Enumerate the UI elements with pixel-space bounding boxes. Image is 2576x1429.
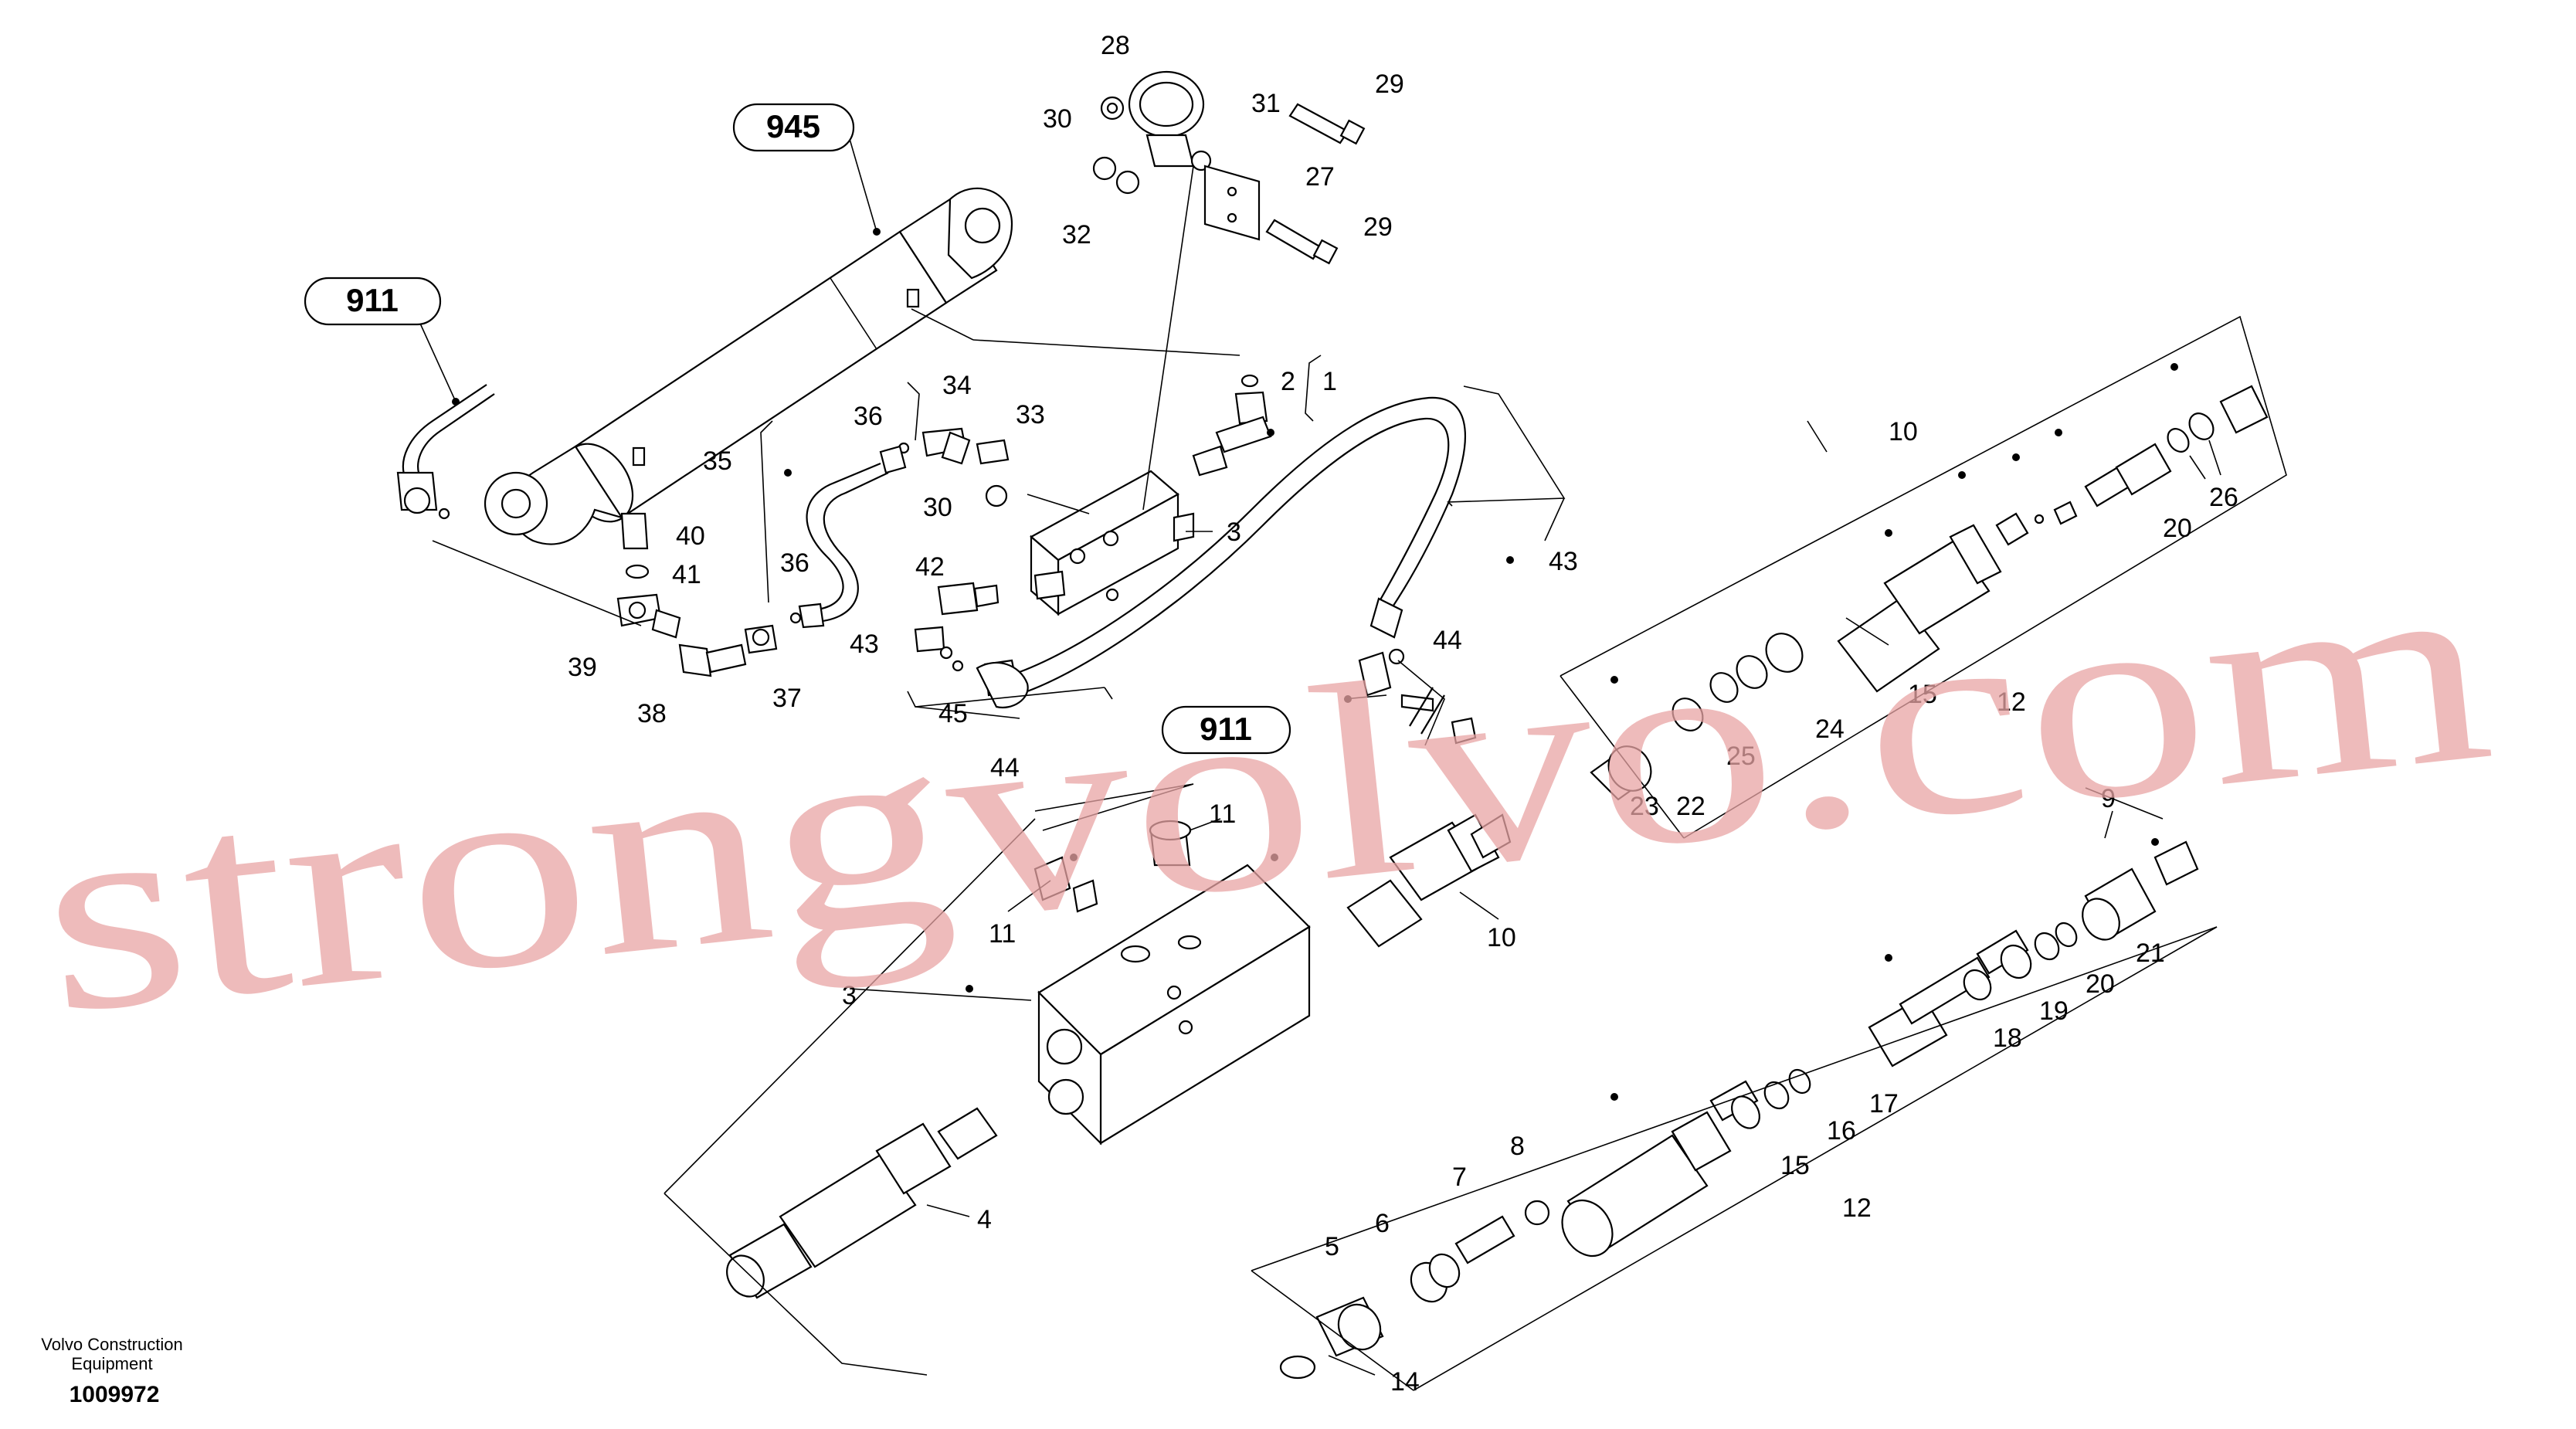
label-10-top: 10 bbox=[1889, 417, 1918, 446]
label-29-a: 29 bbox=[1375, 70, 1404, 99]
label-17: 17 bbox=[1869, 1089, 1899, 1118]
label-45: 45 bbox=[938, 699, 968, 728]
label-3-bottom: 3 bbox=[842, 981, 857, 1010]
label-22: 22 bbox=[1676, 792, 1705, 821]
label-20-top: 20 bbox=[2163, 514, 2192, 543]
label-7: 7 bbox=[1452, 1163, 1467, 1192]
label-41: 41 bbox=[672, 560, 701, 589]
bubble-911-top: 911 bbox=[304, 277, 442, 326]
label-43-a: 43 bbox=[1549, 547, 1578, 576]
label-12-bottom: 12 bbox=[1842, 1193, 1872, 1223]
label-16: 16 bbox=[1827, 1116, 1856, 1146]
label-8: 8 bbox=[1510, 1132, 1525, 1161]
label-44-b: 44 bbox=[990, 753, 1020, 782]
label-21: 21 bbox=[2136, 939, 2165, 968]
label-33: 33 bbox=[1016, 400, 1045, 429]
label-1: 1 bbox=[1322, 367, 1337, 396]
relief-cartridge-4 bbox=[726, 1107, 998, 1299]
footer-company-line1: Volvo Construction bbox=[41, 1335, 182, 1354]
label-27: 27 bbox=[1305, 162, 1335, 192]
label-15-top: 15 bbox=[1908, 680, 1937, 709]
bubble-945-label: 945 bbox=[766, 108, 820, 144]
label-32: 32 bbox=[1062, 220, 1091, 249]
label-25: 25 bbox=[1726, 742, 1756, 771]
hose-911-lower-end bbox=[1358, 648, 1477, 745]
bubble-945: 945 bbox=[732, 103, 855, 152]
label-44-a: 44 bbox=[1433, 626, 1462, 655]
bracket-frames bbox=[664, 315, 2287, 1391]
fitting-group bbox=[616, 374, 1272, 697]
label-30-b: 30 bbox=[923, 493, 952, 522]
label-15-bottom: 15 bbox=[1780, 1151, 1810, 1180]
label-28: 28 bbox=[1101, 31, 1130, 60]
label-34: 34 bbox=[942, 371, 972, 400]
clamp-bracket-group bbox=[1092, 70, 1366, 265]
footer: Volvo Construction Equipment 1009972 bbox=[41, 1335, 182, 1407]
bubble-911-mid-label: 911 bbox=[1200, 711, 1252, 747]
label-10-bottom: 10 bbox=[1487, 923, 1516, 952]
label-39: 39 bbox=[568, 653, 597, 682]
label-18: 18 bbox=[1993, 1023, 2022, 1053]
valve-block-small bbox=[1030, 470, 1195, 616]
label-6: 6 bbox=[1375, 1209, 1390, 1238]
hydraulic-cylinder bbox=[484, 187, 1013, 545]
label-14: 14 bbox=[1390, 1367, 1420, 1397]
bubble-911-top-label: 911 bbox=[346, 282, 399, 318]
label-11-a: 11 bbox=[1209, 799, 1236, 829]
footer-drawing-number: 1009972 bbox=[70, 1382, 160, 1407]
label-40: 40 bbox=[676, 521, 705, 551]
relief-valve-cartridge-lower bbox=[1279, 840, 2199, 1380]
label-35: 35 bbox=[703, 446, 732, 476]
label-5: 5 bbox=[1325, 1232, 1339, 1261]
label-19: 19 bbox=[2039, 996, 2069, 1026]
valve-block-large bbox=[1033, 813, 1512, 1146]
part-numbers: 1 2 3 3 4 5 6 7 8 9 10 10 11 11 12 12 14… bbox=[568, 31, 2238, 1397]
bubble-911-mid: 911 bbox=[1161, 705, 1291, 755]
footer-company-line2: Equipment bbox=[71, 1354, 152, 1373]
label-24: 24 bbox=[1815, 714, 1845, 744]
label-20-bottom: 20 bbox=[2086, 969, 2115, 999]
label-36-b: 36 bbox=[780, 548, 809, 578]
label-31: 31 bbox=[1251, 89, 1281, 118]
label-11-b: 11 bbox=[989, 919, 1016, 949]
label-38: 38 bbox=[637, 699, 667, 728]
label-26: 26 bbox=[2209, 483, 2238, 512]
leader-lines bbox=[416, 138, 2221, 1376]
label-42: 42 bbox=[915, 552, 945, 582]
label-4: 4 bbox=[977, 1205, 992, 1234]
label-3-top: 3 bbox=[1227, 518, 1241, 547]
label-36-a: 36 bbox=[854, 402, 883, 431]
label-29-b: 29 bbox=[1363, 212, 1393, 242]
label-12-top: 12 bbox=[1997, 687, 2026, 717]
label-30-a: 30 bbox=[1043, 104, 1072, 134]
reference-dots bbox=[452, 228, 2178, 1101]
label-43-b: 43 bbox=[850, 630, 879, 659]
label-9: 9 bbox=[2101, 784, 2116, 813]
relief-valve-cartridge-upper bbox=[1590, 385, 2269, 801]
label-23: 23 bbox=[1630, 792, 1659, 821]
label-2: 2 bbox=[1281, 367, 1295, 396]
label-37: 37 bbox=[772, 684, 802, 713]
hose-911-upper bbox=[396, 384, 495, 520]
